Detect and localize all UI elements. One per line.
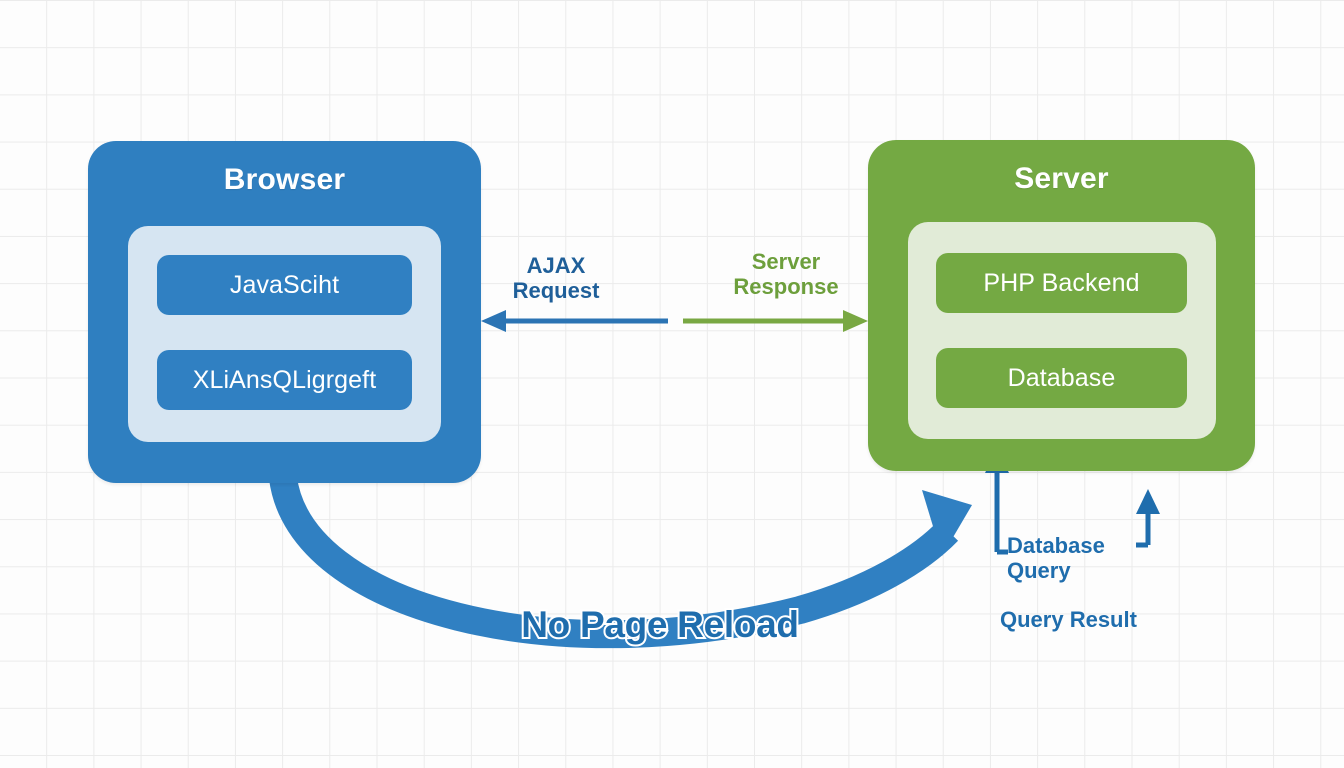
arrow-left-icon — [481, 310, 668, 332]
browser-item-javascript[interactable]: JavaSciht — [157, 255, 412, 315]
query-result-label: Query Result — [1000, 607, 1137, 632]
server-item-database[interactable]: Database — [936, 348, 1187, 408]
server-title: Server — [1014, 162, 1109, 195]
arrow-right-icon — [683, 310, 868, 332]
server-node[interactable]: Server PHP Backend Database — [868, 140, 1255, 471]
browser-node[interactable]: Browser JavaSciht XLiAnsQLigrgeft — [88, 141, 481, 483]
no-page-reload-label: No Page Reload — [519, 602, 801, 647]
database-query-label: Database Query — [1007, 533, 1105, 584]
curved-arrow-icon — [269, 475, 972, 649]
browser-title: Browser — [223, 163, 346, 196]
server-response-label: Server Response — [733, 249, 839, 300]
arrow-up-icon — [1136, 489, 1160, 548]
browser-item-ajax-library[interactable]: XLiAnsQLigrgeft — [157, 350, 412, 410]
ajax-request-label: AJAX Request — [512, 253, 600, 304]
server-item-php-backend[interactable]: PHP Backend — [936, 253, 1187, 313]
